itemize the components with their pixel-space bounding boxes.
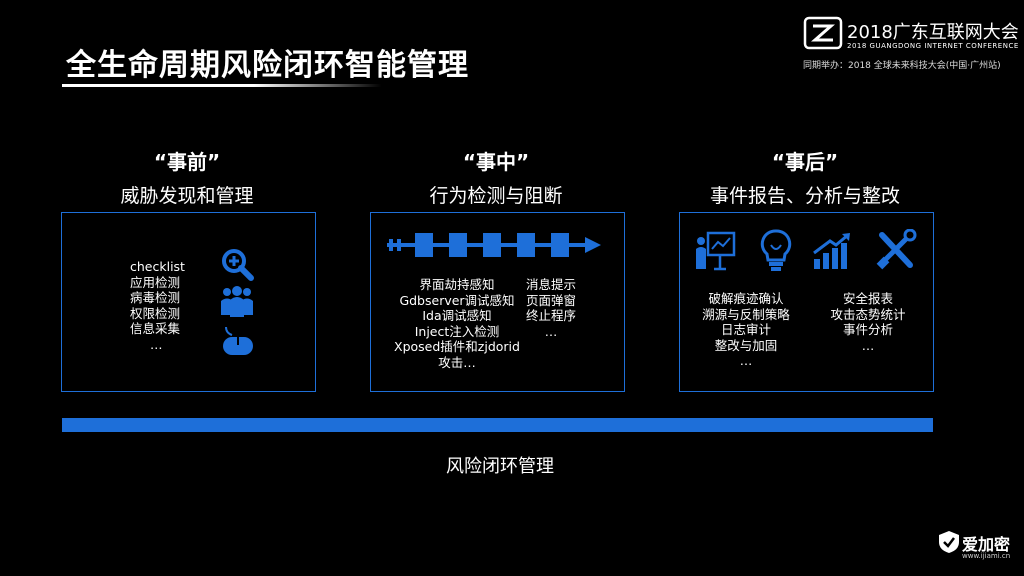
list-item: 消息提示 <box>525 277 576 292</box>
stage-before-quote: “事前” <box>153 150 221 174</box>
brand-name: 爱加密 <box>962 535 1011 554</box>
list-item: 攻击态势统计 <box>830 306 906 322</box>
timeline-arrow-icon <box>387 233 601 257</box>
stage-before-subtitle: 威胁发现和管理 <box>120 185 254 207</box>
list-item: … <box>861 337 875 353</box>
stage-after-subtitle: 事件报告、分析与整改 <box>709 185 900 207</box>
stage-before-box: checklist 应用检测 病毒检测 权限检测 信息采集 … <box>61 212 316 392</box>
closed-loop-label: 风险闭环管理 <box>446 456 554 477</box>
list-item: 界面劫持感知 <box>419 277 495 292</box>
list-item: 事件分析 <box>842 322 893 337</box>
search-plus-icon <box>222 249 254 281</box>
stage-after-report-list: 安全报表 攻击态势统计 事件分析 … <box>808 291 928 353</box>
list-item: 攻击… <box>438 354 476 370</box>
list-item: Xposed插件和zjdorid <box>394 339 520 354</box>
conference-subline: 同期举办：2018 全球未来科技大会(中国·广州站) <box>803 61 1001 71</box>
stage-during-detect-list: 界面劫持感知 Gdbserver调试感知 Ida调试感知 Inject注入检测 … <box>387 277 527 370</box>
list-item: 应用检测 <box>130 274 181 290</box>
list-item: Ida调试感知 <box>422 308 492 323</box>
people-group-icon <box>221 286 253 317</box>
list-item: … <box>544 323 558 339</box>
list-item: Gdbserver调试感知 <box>399 292 515 308</box>
list-item: 权限检测 <box>130 305 181 321</box>
title-underline <box>62 84 382 87</box>
stage-after-quote: “事后” <box>771 150 839 174</box>
list-item: … <box>150 336 163 352</box>
brand-url: www.ijiami.cn <box>962 552 1011 560</box>
mouse-icon <box>223 326 253 355</box>
list-item: 日志审计 <box>720 322 771 337</box>
page-title: 全生命周期风险闭环智能管理 <box>66 48 469 83</box>
list-item: 安全报表 <box>842 291 893 306</box>
conference-english: 2018 GUANGDONG INTERNET CONFERENCE <box>847 42 1019 50</box>
presentation-icon <box>696 231 736 271</box>
stage-after-trace-list: 破解痕迹确认 溯源与反制策略 日志审计 整改与加固 … <box>686 291 806 369</box>
lightbulb-icon <box>760 229 792 271</box>
list-item: 信息采集 <box>130 321 181 336</box>
list-item: checklist <box>130 259 185 274</box>
list-item: 整改与加固 <box>714 337 778 353</box>
growth-chart-icon <box>813 233 850 269</box>
list-item: 终止程序 <box>525 308 576 323</box>
list-item: 破解痕迹确认 <box>708 291 784 306</box>
list-item: … <box>739 353 753 368</box>
stage-during-box: 界面劫持感知 Gdbserver调试感知 Ida调试感知 Inject注入检测 … <box>370 212 625 392</box>
closed-loop-bar <box>62 418 933 432</box>
list-item: 页面弹窗 <box>525 292 576 308</box>
shield-logo-icon <box>939 531 959 553</box>
stage-after-box: 破解痕迹确认 溯源与反制策略 日志审计 整改与加固 … 安全报表 攻击态势统计 … <box>679 212 934 392</box>
stage-during-quote: “事中” <box>462 150 530 174</box>
list-item: 病毒检测 <box>130 290 181 305</box>
list-item: 溯源与反制策略 <box>702 306 790 322</box>
conference-logo-icon <box>803 16 843 50</box>
list-item: Inject注入检测 <box>414 323 500 339</box>
stage-before-list: checklist 应用检测 病毒检测 权限检测 信息采集 … <box>130 259 185 352</box>
stage-during-subtitle: 行为检测与阻断 <box>429 185 563 207</box>
conference-name: 2018广东互联网大会 <box>847 22 1019 43</box>
tools-icon <box>876 229 917 270</box>
stage-during-block-list: 消息提示 页面弹窗 终止程序 … <box>521 277 581 339</box>
